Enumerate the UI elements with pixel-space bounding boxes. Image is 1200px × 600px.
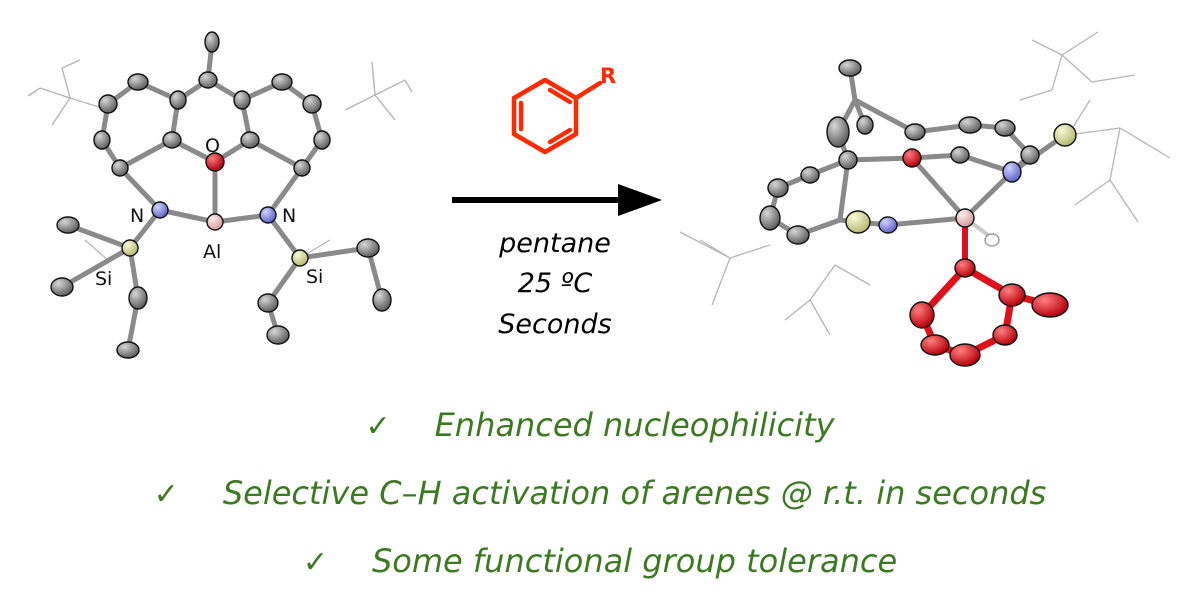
product-hydrogen-atom — [984, 233, 1000, 247]
reactant-bonds — [59, 39, 385, 353]
checkmark-icon: ✓ — [302, 545, 328, 580]
label-si-right: Si — [306, 266, 323, 288]
reactant-atom-labels: O N N Al Si Si — [95, 135, 323, 290]
product-silicon-atom-right — [1053, 123, 1077, 147]
feature-item-3: ✓ Some functional group tolerance — [0, 541, 1200, 583]
tbu-wireframe-right — [344, 61, 413, 121]
reaction-arrow — [452, 184, 662, 216]
product-carbon-atoms — [759, 59, 1040, 245]
feature-item-1: ✓ Enhanced nucleophilicity — [0, 405, 1200, 447]
aluminum-atom — [206, 213, 224, 231]
silicon-atom-right — [291, 249, 309, 267]
product-aluminum-atom — [955, 208, 975, 228]
condition-temperature: 25 ºC — [518, 268, 593, 299]
arene-reagent — [511, 77, 603, 155]
silicon-atom-left — [121, 239, 139, 257]
reaction-scheme: O N N Al Si Si R pentane 25 ºC Seconds — [27, 31, 1171, 367]
reactant-carbon-atoms — [50, 31, 392, 359]
label-si-left: Si — [95, 268, 112, 290]
label-o: O — [205, 135, 220, 157]
nitrogen-atom-left — [151, 201, 169, 219]
label-n-right: N — [282, 205, 296, 227]
aryl-ring-atoms — [909, 258, 1069, 367]
product-nitrogen-atom-left — [878, 216, 898, 234]
checkmark-icon: ✓ — [365, 409, 391, 444]
feature-text-3: Some functional group tolerance — [371, 542, 898, 580]
feature-item-2: ✓ Selective C–H activation of arenes @ r.… — [0, 473, 1200, 515]
product-structure — [679, 31, 1171, 367]
reactant-structure: O N N Al Si Si — [27, 31, 413, 359]
feature-text-2: Selective C–H activation of arenes @ r.t… — [222, 474, 1047, 512]
condition-time: Seconds — [498, 309, 611, 340]
feature-text-1: Enhanced nucleophilicity — [434, 406, 835, 444]
oxygen-atom — [205, 152, 225, 172]
product-silicon-atom-left — [845, 210, 871, 234]
product-oxygen-atom — [902, 148, 922, 168]
product-heteroatoms — [845, 123, 1077, 247]
nitrogen-atom-right — [259, 206, 277, 224]
tbu-wireframe-left — [27, 59, 103, 126]
condition-solvent: pentane — [498, 228, 611, 259]
checkmark-icon: ✓ — [153, 477, 179, 512]
product-nitrogen-atom-right — [1002, 161, 1022, 183]
label-n-left: N — [130, 205, 144, 227]
reactant-heteroatoms — [121, 152, 309, 267]
product-wireframe — [679, 31, 1171, 336]
label-al: Al — [203, 241, 221, 263]
substituent-label-r: R — [600, 64, 616, 88]
